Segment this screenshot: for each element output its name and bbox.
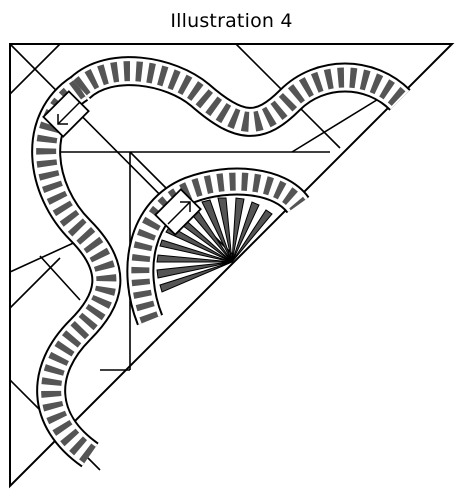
illustration-page: Illustration 4: [0, 0, 463, 493]
quilt-block-diagram: [0, 0, 463, 493]
